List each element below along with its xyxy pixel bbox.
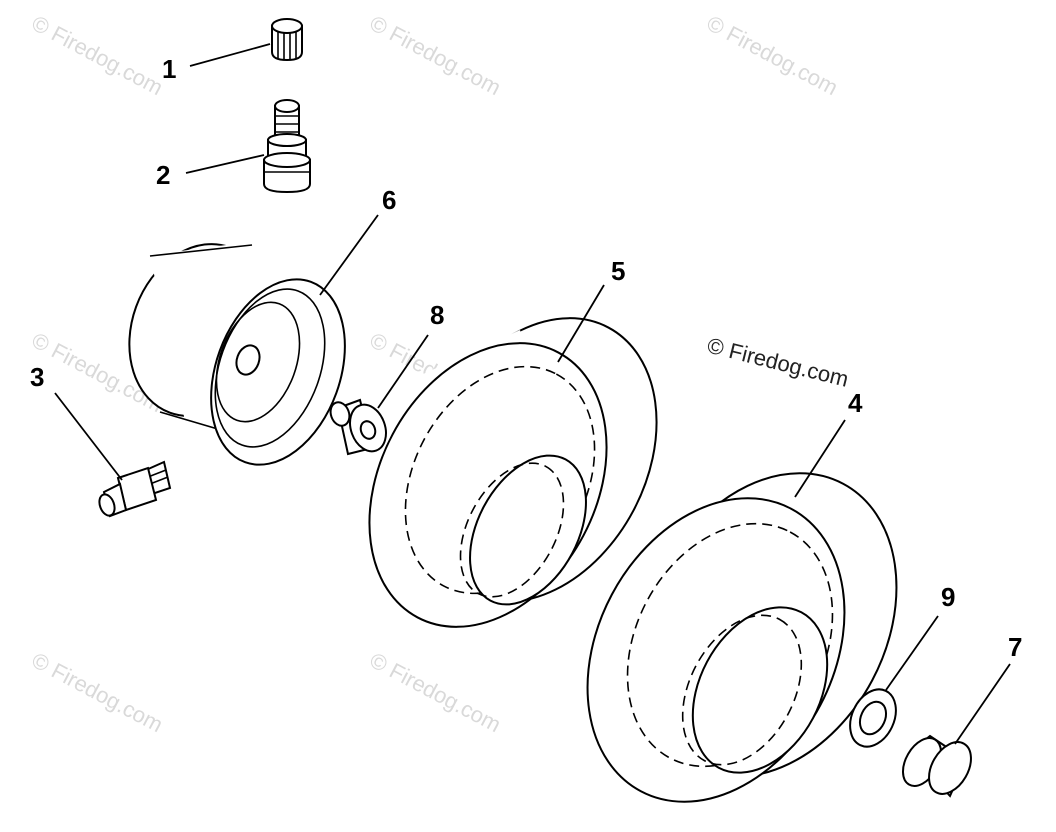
watermark: © Firedog.com	[366, 10, 505, 100]
leader-line	[885, 615, 939, 691]
callout-6: 6	[382, 185, 396, 215]
leader-line	[54, 392, 123, 481]
valve-cap-icon	[271, 18, 303, 62]
leader-line	[794, 419, 846, 498]
leader-line	[319, 214, 379, 296]
leader-line	[954, 663, 1011, 745]
leader-line	[557, 284, 605, 363]
tire-icon	[586, 472, 898, 803]
watermark: © Firedog.com	[366, 647, 505, 737]
grease-fitting-icon	[98, 460, 172, 518]
leader-line	[189, 43, 271, 67]
flanged-bushing-icon	[329, 398, 387, 456]
tire-icon	[368, 317, 658, 628]
washer-icon	[849, 688, 897, 748]
callout-2: 2	[156, 160, 170, 190]
callout-8: 8	[430, 300, 444, 330]
bearing-bushing-icon	[902, 734, 972, 798]
watermark: © Firedog.com	[703, 10, 842, 100]
callout-4: 4	[848, 388, 863, 418]
watermark: © Firedog.com	[28, 647, 167, 737]
watermark: © Firedog.com	[28, 10, 167, 100]
callout-7: 7	[1008, 632, 1022, 662]
callouts: 1 2 3 4 5 6 7 8 9	[30, 54, 1022, 662]
watermark-prominent: © Firedog.com	[705, 333, 851, 392]
leader-lines	[54, 43, 1011, 745]
callout-1: 1	[162, 54, 176, 84]
callout-5: 5	[611, 256, 625, 286]
callout-9: 9	[941, 582, 955, 612]
valve-stem-icon	[263, 99, 311, 194]
rim-wheel-icon	[128, 240, 346, 466]
leader-line	[377, 334, 429, 409]
leader-line	[185, 154, 265, 174]
callout-3: 3	[30, 362, 44, 392]
